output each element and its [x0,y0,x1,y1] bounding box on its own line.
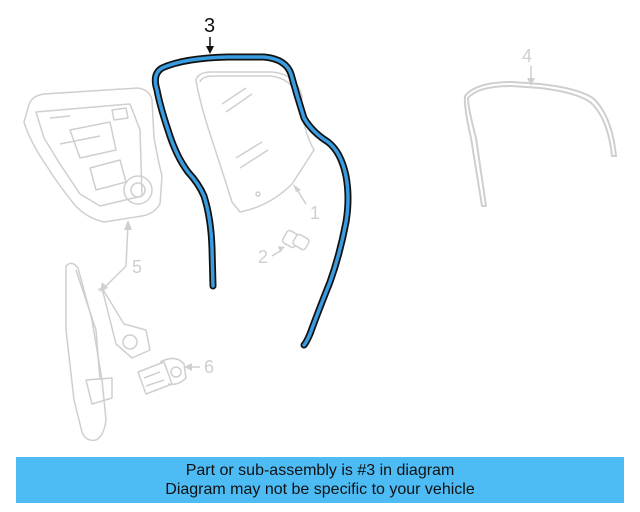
callout-4: 4 [522,46,535,86]
svg-text:4: 4 [522,46,532,66]
svg-text:3: 3 [204,15,215,37]
svg-text:1: 1 [310,203,320,223]
banner-line-1: Part or sub-assembly is #3 in diagram [185,462,455,479]
part-5-door-module [23,87,163,223]
part-1-glass [195,71,315,213]
banner-line-2: Diagram may not be specific to your vehi… [165,481,475,498]
part-4-channel [463,81,617,207]
part-3-run-channel [151,53,352,349]
part-5-regulator [65,262,151,442]
info-banner: Part or sub-assembly is #3 in diagram Di… [16,457,624,503]
part-6-motor [137,357,187,395]
callout-3: 3 [204,15,215,54]
callout-5: 5 [100,220,142,292]
svg-text:5: 5 [132,257,142,277]
callout-6: 6 [184,357,214,377]
svg-text:2: 2 [258,247,268,267]
svg-text:6: 6 [204,357,214,377]
part-2-clip [281,229,310,251]
callout-2: 2 [258,246,285,267]
callout-1: 1 [293,184,320,223]
